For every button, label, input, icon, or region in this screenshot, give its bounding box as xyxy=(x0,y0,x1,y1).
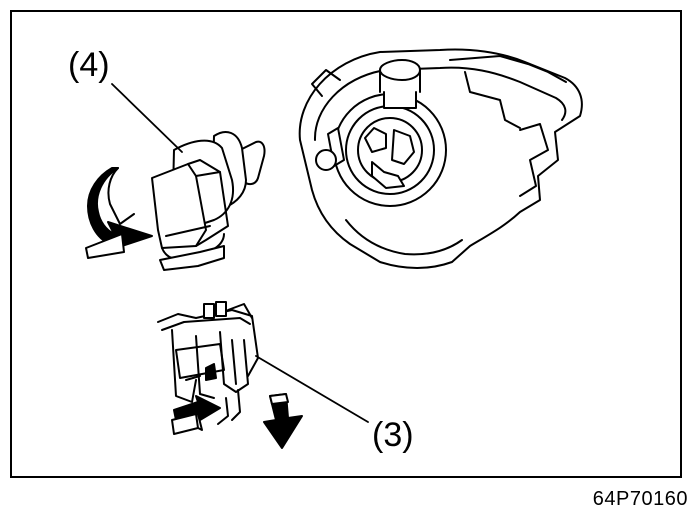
down-arrow-icon xyxy=(263,393,303,449)
leader-line-connector xyxy=(255,355,369,423)
bulb-connector xyxy=(157,301,259,425)
leader-line-bulb xyxy=(111,83,183,153)
headlight-bulb xyxy=(151,131,266,271)
rotate-arrow-icon xyxy=(85,167,153,259)
callout-connector: (3) xyxy=(372,416,414,454)
press-arrow-icon xyxy=(171,395,221,435)
headlamp-housing xyxy=(298,48,583,269)
callout-bulb: (4) xyxy=(68,46,110,84)
figure-code: 64P70160 xyxy=(592,488,688,510)
